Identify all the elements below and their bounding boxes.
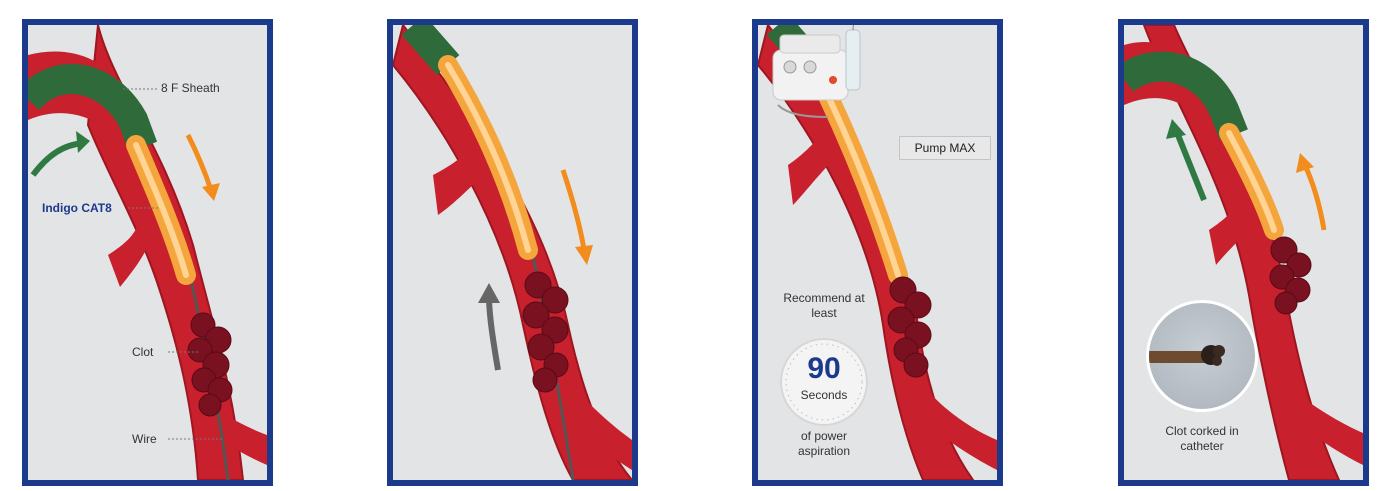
- seconds-unit: Seconds: [780, 388, 868, 402]
- clot: [1270, 237, 1311, 314]
- side-branch-vessel: [108, 225, 146, 287]
- panel-step-2: [387, 19, 638, 486]
- timer-dial: 90 Seconds: [780, 338, 868, 426]
- gray-withdraw-arrow: [489, 295, 498, 370]
- panel-step-4: Clot corked in catheter: [1118, 19, 1369, 486]
- recommend-text: Recommend at least: [780, 291, 868, 321]
- green-flow-arrow: [33, 143, 83, 175]
- aspiration-text: of power aspiration: [780, 429, 868, 459]
- orange-direction-arrow: [188, 135, 211, 190]
- pump-label: Pump MAX: [899, 136, 991, 160]
- orange-direction-arrow: [563, 170, 585, 255]
- label-clot: Clot: [132, 345, 153, 359]
- corked-text: Clot corked in catheter: [1146, 424, 1258, 454]
- clot-photo: [1146, 300, 1258, 412]
- step-1-illustration: [28, 25, 267, 480]
- panel-step-3: Pump MAX Recommend at least 90 Seconds o…: [752, 19, 1003, 486]
- catheter-photo-drawing: [1149, 303, 1255, 409]
- pump-image: [758, 25, 873, 165]
- label-catheter: Indigo CAT8: [42, 201, 112, 215]
- label-wire: Wire: [132, 432, 157, 446]
- panel-step-1: 8 F Sheath Indigo CAT8 Clot Wire: [22, 19, 273, 486]
- seconds-value: 90: [780, 352, 868, 386]
- label-sheath: 8 F Sheath: [161, 81, 220, 95]
- step-2-illustration: [393, 25, 632, 480]
- step-4-illustration: [1124, 25, 1363, 480]
- orange-withdraw-arrow: [1304, 163, 1324, 230]
